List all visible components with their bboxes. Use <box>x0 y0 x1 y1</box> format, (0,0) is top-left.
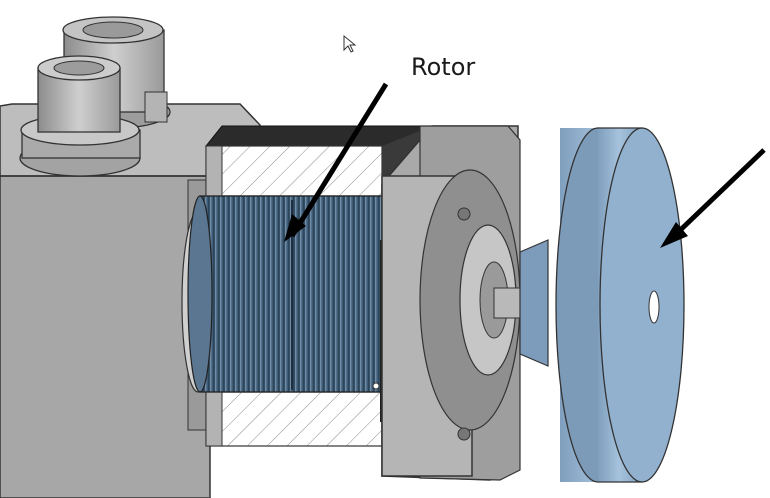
flywheel <box>519 127 685 483</box>
rotor <box>181 195 391 393</box>
connector-front <box>19 55 141 177</box>
rotor-arrow <box>284 82 389 242</box>
flywheel-arrow <box>660 148 766 248</box>
rotor-label: Rotor <box>411 53 475 81</box>
mouse-cursor-icon <box>343 34 357 53</box>
front-flange <box>381 125 521 481</box>
